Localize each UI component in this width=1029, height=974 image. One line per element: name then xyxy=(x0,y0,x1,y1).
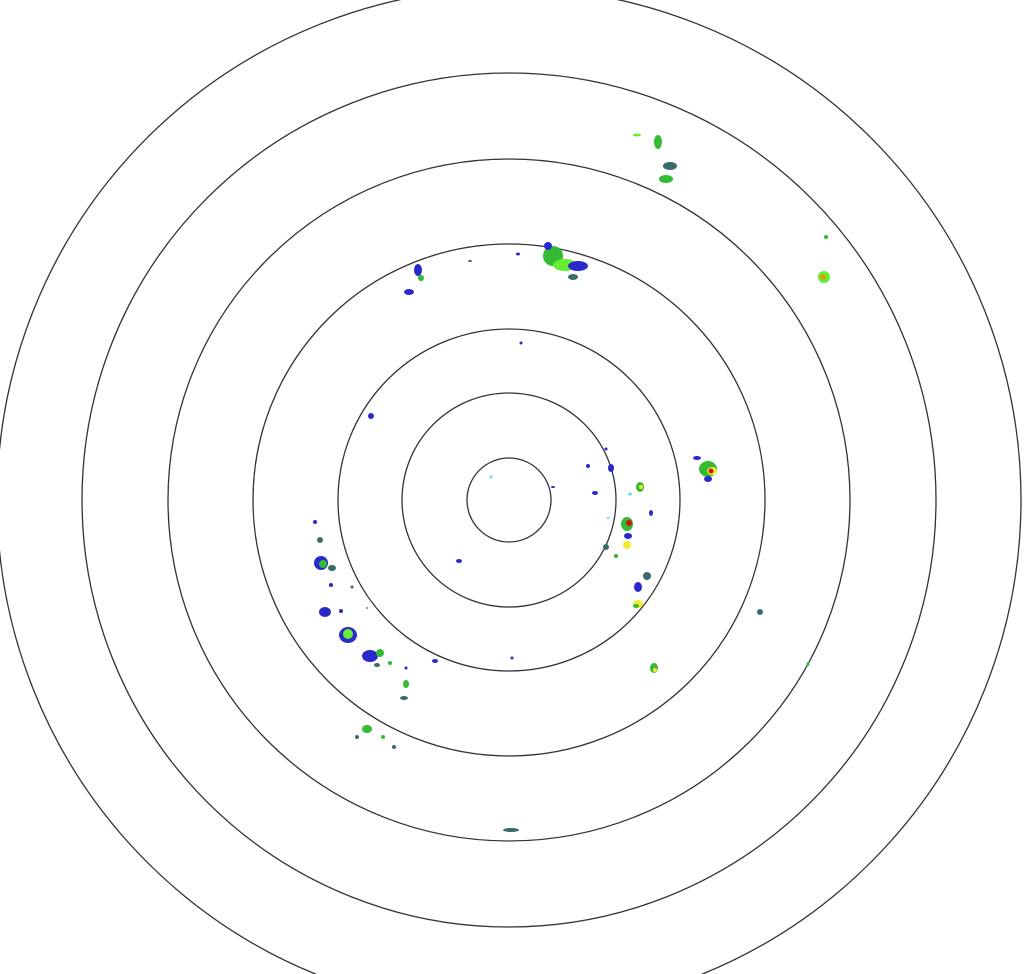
echo-slate xyxy=(317,537,323,543)
echo-slate xyxy=(350,585,354,589)
echo-orange xyxy=(820,274,826,280)
echo-blue xyxy=(404,289,414,295)
range-ring-4 xyxy=(252,243,766,757)
echo-blue xyxy=(608,464,614,472)
echo-light-blue xyxy=(606,517,610,519)
echo-blue xyxy=(634,582,642,592)
precipitation-echoes xyxy=(313,133,830,832)
echo-blue xyxy=(414,264,422,276)
echo-yellow xyxy=(653,668,657,672)
echo-slate xyxy=(392,745,396,749)
echo-blue xyxy=(432,659,438,663)
range-ring-1 xyxy=(466,457,552,543)
echo-yellow xyxy=(639,485,643,489)
echo-blue xyxy=(368,413,374,419)
echo-slate xyxy=(468,260,472,262)
echo-green xyxy=(418,275,424,281)
echo-blue xyxy=(592,491,598,495)
echo-light-blue xyxy=(489,475,493,479)
echo-green xyxy=(659,175,673,183)
echo-green xyxy=(388,661,392,665)
echo-green xyxy=(403,680,409,688)
range-ring-6 xyxy=(81,72,937,928)
echo-green xyxy=(319,560,327,568)
echo-green xyxy=(654,135,662,149)
echo-blue xyxy=(339,609,343,613)
echo-bright-green xyxy=(633,133,641,137)
echo-blue xyxy=(649,510,653,516)
echo-green xyxy=(366,607,368,609)
echo-bright-green xyxy=(343,629,353,639)
echo-blue xyxy=(456,559,462,563)
echo-blue xyxy=(362,650,378,662)
echo-green xyxy=(824,235,828,239)
echo-slate xyxy=(603,544,609,550)
echo-blue xyxy=(519,341,523,345)
echo-green xyxy=(381,735,385,739)
echo-blue xyxy=(604,447,608,451)
echo-blue xyxy=(404,666,408,670)
echo-yellow xyxy=(623,541,631,549)
echo-blue xyxy=(544,242,552,250)
echo-blue xyxy=(319,607,331,617)
echo-blue xyxy=(693,456,701,460)
echo-blue xyxy=(624,533,632,539)
echo-red xyxy=(626,520,632,526)
echo-red xyxy=(708,468,714,474)
echo-blue xyxy=(551,486,555,488)
echo-slate xyxy=(757,609,763,615)
echo-slate xyxy=(328,565,336,571)
echo-slate xyxy=(643,572,651,580)
range-ring-3 xyxy=(337,328,681,672)
echo-blue xyxy=(704,476,712,482)
echo-green xyxy=(376,649,384,657)
echo-blue xyxy=(313,520,317,524)
range-ring-2 xyxy=(401,392,617,608)
echo-blue xyxy=(516,252,520,256)
echo-slate xyxy=(568,274,578,280)
echo-blue xyxy=(510,656,514,660)
echo-blue xyxy=(586,464,590,468)
echo-green xyxy=(362,725,372,733)
echo-slate xyxy=(355,735,359,739)
range-ring-5 xyxy=(167,158,851,842)
echo-green xyxy=(614,554,618,558)
echo-slate xyxy=(374,663,380,667)
echo-green xyxy=(633,604,639,608)
echo-blue xyxy=(329,583,333,587)
echo-slate xyxy=(503,828,519,832)
echo-green xyxy=(806,662,810,666)
echo-slate xyxy=(400,696,408,700)
echo-blue xyxy=(568,261,588,271)
echo-light-blue xyxy=(628,492,632,496)
echo-slate xyxy=(663,162,677,170)
